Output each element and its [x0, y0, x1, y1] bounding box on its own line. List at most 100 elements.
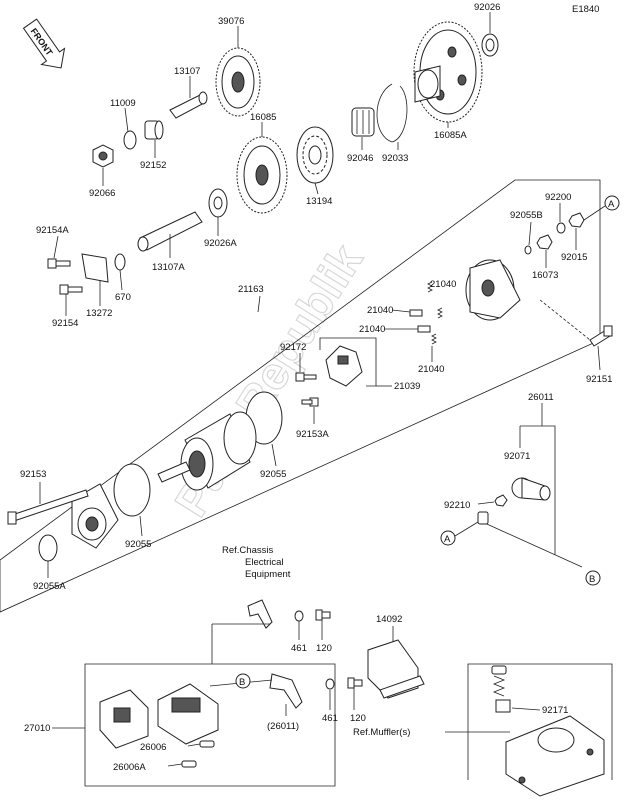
plug-92066-icon	[92, 144, 114, 168]
part-11009-label: 11009	[110, 98, 136, 109]
bolt-92153-icon	[7, 489, 89, 525]
washer-461-upper-icon	[294, 610, 304, 622]
part-16085a-label: 16085A	[434, 130, 467, 141]
motor-yoke-icon	[157, 411, 257, 491]
oring-670-icon	[114, 253, 126, 271]
part-16073-label: 16073	[532, 270, 558, 281]
part-21040-label-2: 21040	[367, 305, 393, 316]
screw-92172-icon	[295, 372, 317, 382]
clutch-13194-icon	[296, 126, 334, 184]
part-92172-label: 92172	[280, 342, 306, 353]
circlip-92033-icon	[376, 83, 408, 143]
bracket-26011-icon	[269, 673, 303, 709]
relay-27010-icon	[99, 683, 219, 749]
plate-13272-icon	[81, 253, 109, 283]
part-13107-label: 13107	[174, 66, 200, 77]
part-27010-label: 27010	[24, 723, 50, 734]
ref-chassis-line1: Ref.Chassis	[222, 545, 273, 556]
boot-92071-icon	[511, 477, 551, 501]
part-92015-label: 92015	[561, 252, 587, 263]
part-21163-label: 21163	[238, 284, 264, 295]
bolt-92171-icon	[491, 665, 511, 713]
part-92071-label: 92071	[504, 451, 530, 462]
marker-b-lower	[235, 673, 251, 689]
part-92055-label: 92055	[260, 469, 286, 480]
washer-11009-icon	[123, 130, 137, 150]
bearing-92046-icon	[351, 107, 375, 137]
bolt-120-upper-icon	[315, 609, 331, 621]
oring-92055-lower-icon	[113, 463, 151, 517]
shaft-13107-icon	[169, 91, 208, 119]
part-120-lower-label: 120	[350, 713, 366, 724]
marker-a-lower-text: A	[444, 534, 451, 545]
part-39076-label: 39076	[218, 16, 244, 27]
part-92066-label: 92066	[89, 188, 115, 199]
gear-39076-icon	[215, 47, 261, 117]
gear-16085a-icon	[413, 21, 483, 123]
part-461-lower-label: 461	[322, 713, 338, 724]
part-26011b-label: (26011)	[267, 721, 299, 732]
ref-chassis-line3: Equipment	[245, 569, 291, 580]
part-13107a-label: 13107A	[152, 262, 185, 273]
part-26011-label: 26011	[528, 392, 554, 403]
part-26006a-label: 26006A	[113, 762, 146, 773]
part-92154a-label: 92154A	[36, 225, 69, 236]
part-92200-label: 92200	[545, 192, 571, 203]
washer-92200-icon	[556, 222, 566, 234]
part-670-label: 670	[115, 292, 131, 303]
marker-a-top	[604, 195, 620, 211]
part-92033-label: 92033	[382, 153, 408, 164]
bolt-92154a-icon	[47, 258, 71, 269]
oring-92055b-icon	[524, 245, 532, 255]
part-21040-label-1: 21040	[430, 279, 456, 290]
cover-14092-icon	[367, 639, 425, 699]
part-92055b-label: 92055B	[510, 210, 543, 221]
part-92055a-label: 92055A	[33, 581, 66, 592]
part-92046-label: 92046	[347, 153, 373, 164]
brush-holder-21039-icon	[325, 345, 363, 387]
marker-a-top-text: A	[608, 199, 615, 210]
rear-cover-icon	[465, 259, 521, 321]
muffler-valve-actuator-icon	[505, 715, 605, 797]
bolt-120-lower-icon	[347, 677, 363, 689]
nut-92015-icon	[568, 212, 585, 228]
oring-92055a-icon	[38, 534, 58, 562]
marker-b-right-text: B	[589, 574, 595, 585]
part-92154-label: 92154	[52, 318, 78, 329]
part-14092-label: 14092	[376, 614, 402, 625]
marker-b-right	[585, 570, 601, 586]
rod-26011-icon	[477, 511, 583, 568]
part-21039-label: 21039	[394, 381, 420, 392]
part-26006-label: 26006	[140, 742, 166, 753]
part-120-upper-label: 120	[316, 643, 332, 654]
part-13272-label: 13272	[86, 308, 112, 319]
bolt-92151-icon	[589, 325, 613, 347]
springs-21040-icon	[409, 281, 443, 345]
ref-chassis-line2: Electrical	[245, 557, 284, 568]
part-461-upper-label: 461	[291, 643, 307, 654]
front-arrow-icon: FRONT	[22, 18, 66, 69]
marker-b-lower-text: B	[239, 677, 245, 688]
part-92171-label: 92171	[542, 705, 568, 716]
part-92152-label: 92152	[140, 160, 166, 171]
collar-92152-icon	[144, 120, 164, 140]
part-21040-label-4: 21040	[418, 364, 444, 375]
bolt-92154-icon	[59, 284, 83, 295]
part-92210-label: 92210	[444, 500, 470, 511]
nut-16073-icon	[536, 234, 553, 250]
part-92026-label: 92026	[474, 2, 500, 13]
part-92055-lower-label: 92055	[125, 539, 151, 550]
part-21040-label-3: 21040	[359, 324, 385, 335]
starter-assembly-frame	[0, 179, 601, 613]
diagram-code: E1840	[572, 4, 599, 15]
ref-muffler-label: Ref.Muffler(s)	[353, 727, 410, 738]
front-cover-icon	[71, 483, 119, 549]
part-16085-label: 16085	[250, 112, 276, 123]
part-13194-label: 13194	[306, 196, 332, 207]
gear-16085-icon	[236, 136, 288, 214]
part-92153-label: 92153	[20, 469, 46, 480]
fuse-26006-icon	[199, 740, 215, 748]
screw-92153a-icon	[301, 397, 319, 407]
part-92026a-label: 92026A	[204, 238, 237, 249]
